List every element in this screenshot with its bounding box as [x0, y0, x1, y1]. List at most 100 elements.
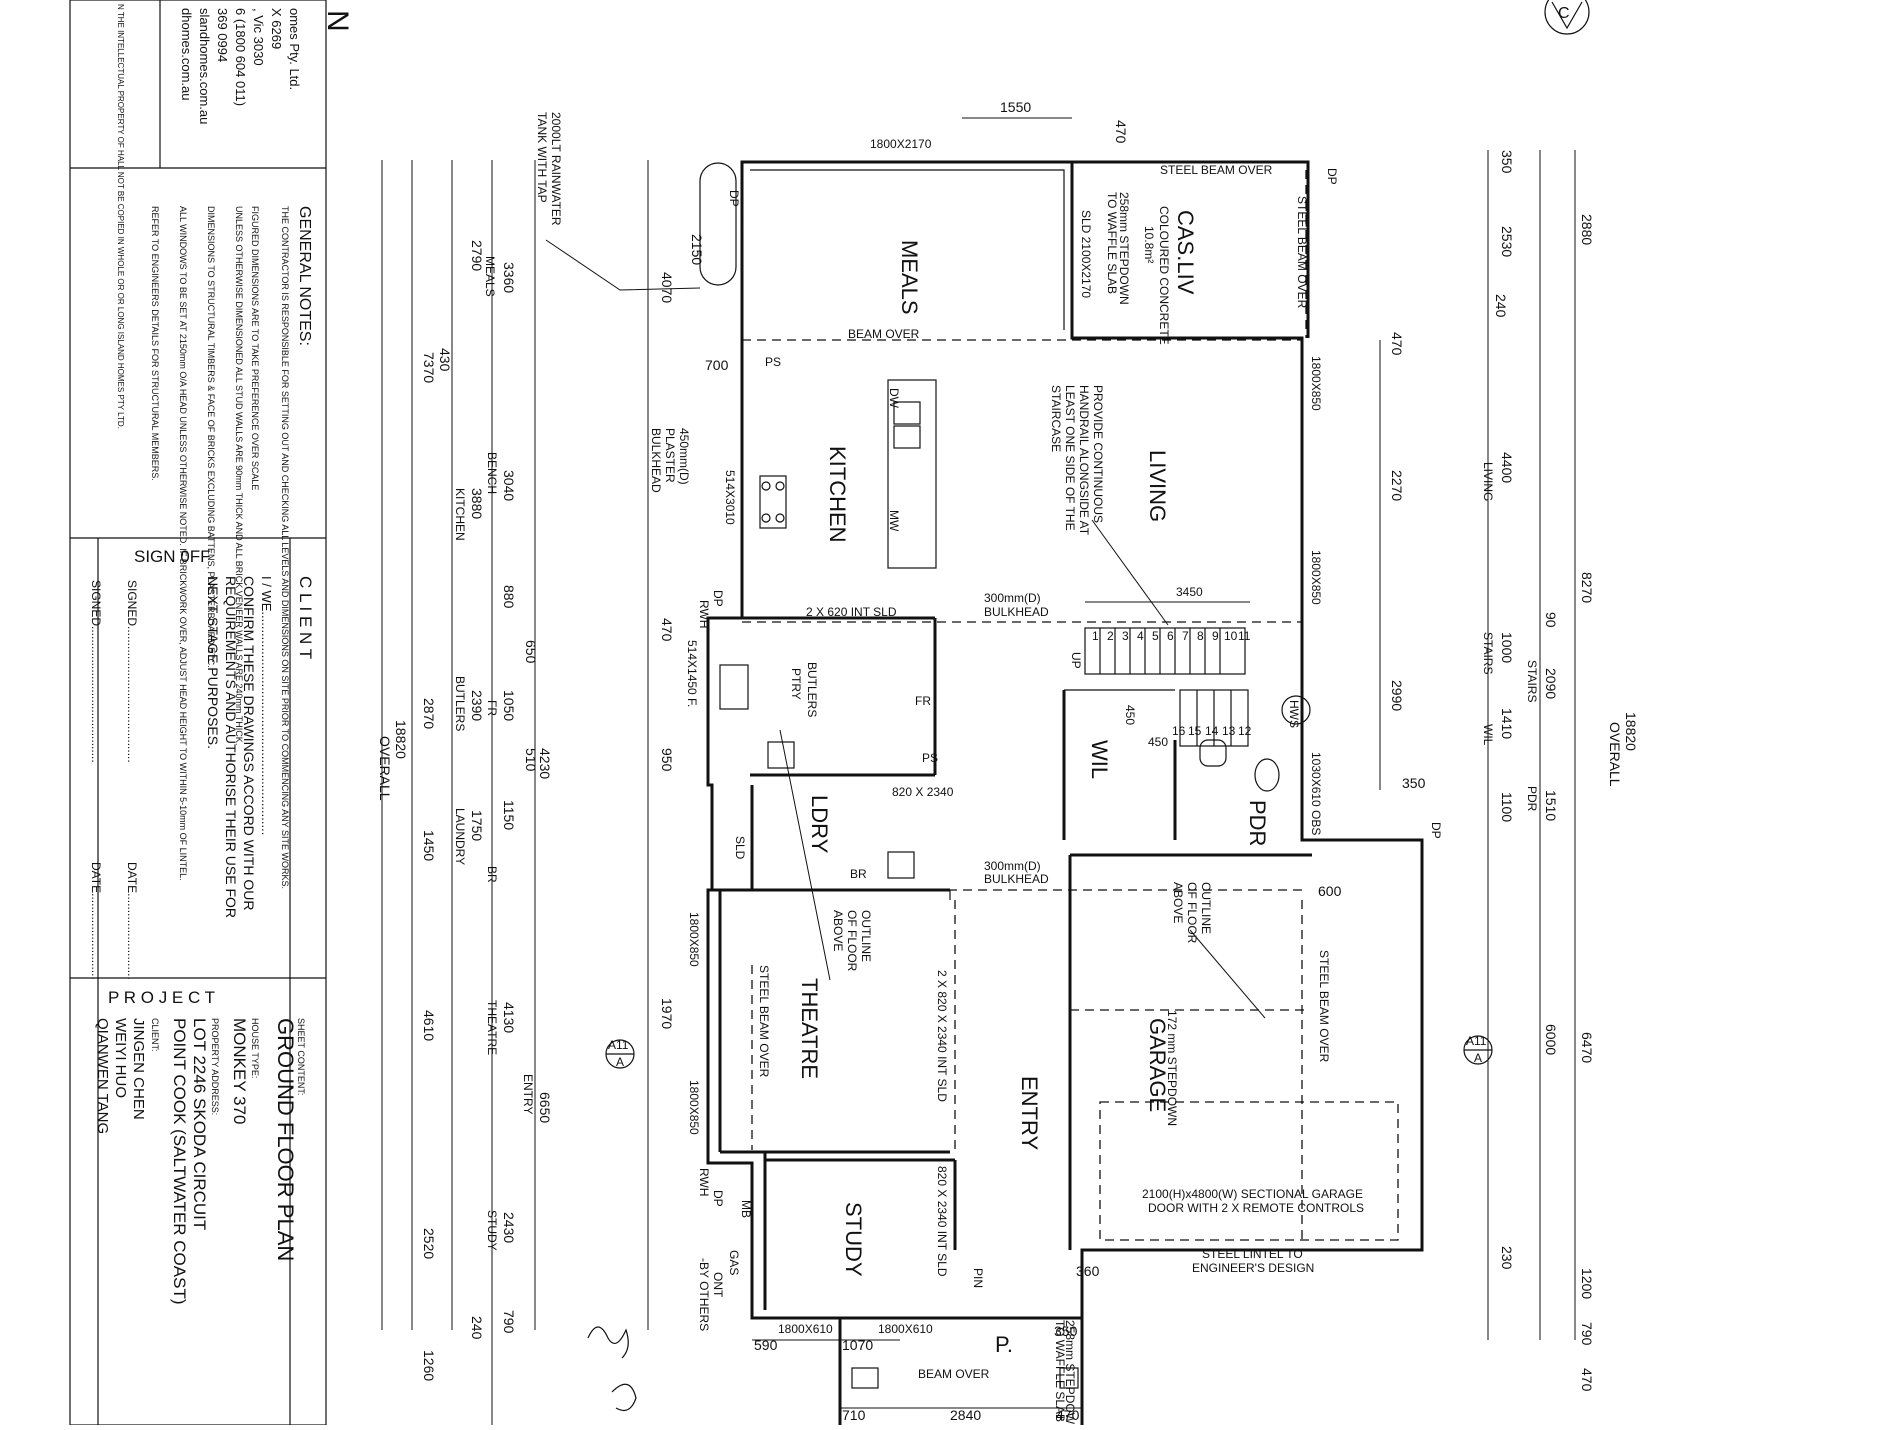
window-note: 1800X610	[778, 1322, 833, 1336]
room-wil: WIL	[1087, 740, 1112, 779]
steel-beam-note: STEEL BEAM OVER	[757, 965, 771, 1078]
dimension: 470	[659, 618, 675, 642]
rainwater-note: TANK WITH TAP	[535, 112, 549, 203]
dimension: 2150	[689, 234, 705, 265]
date-label: DATE..........................	[89, 862, 103, 980]
sheet-content: GROUND FLOOR PLAN	[273, 1018, 298, 1261]
dimension: 1410	[1499, 708, 1515, 739]
ps-label: PS	[765, 355, 781, 369]
client-heading: C L I E N T	[296, 576, 315, 659]
dimension-label: BENCH	[485, 452, 499, 494]
dimension-label: OVERALL	[1607, 722, 1623, 787]
svg-text:N: N	[321, 10, 354, 32]
room-meals: MEALS	[897, 240, 922, 315]
client-line: REQUIREMENTS AND AUTHORISE THEIR USE FOR	[223, 576, 239, 918]
door-note: 2 X 820 X 2340 INT SLD	[935, 970, 949, 1102]
bulkhead-note: BULKHEAD	[984, 872, 1049, 886]
dimension-texts-bottom: 590 1070 350 710 2840 470	[752, 1323, 1082, 1423]
sink-icon	[767, 741, 795, 769]
stair-number: 16	[1172, 724, 1186, 738]
window-note: 514X3010	[723, 470, 737, 525]
room-cas-liv: CAS.LIV	[1173, 210, 1198, 295]
dimension: 710	[842, 1407, 866, 1423]
rwh-label: RWH	[697, 1168, 711, 1196]
dimension-label: PDR	[1525, 786, 1539, 812]
dimension-label: OVERALL	[377, 736, 393, 801]
dishwasher-label: DW	[887, 388, 901, 409]
dimension-label: THEATRE	[485, 1000, 499, 1055]
dimension: 3880	[469, 488, 485, 519]
bulkhead-note: 450mm(D)	[677, 428, 691, 485]
dimension: 8270	[1579, 572, 1595, 603]
room-pdr: PDR	[1245, 800, 1270, 846]
stepdown-note: TO WAFFLE SLAB	[1105, 192, 1119, 294]
general-notes-title: GENERAL NOTES:	[296, 206, 313, 346]
basin-icon	[1199, 739, 1227, 767]
stepdown-note: TO WAFFLE SLAB	[1053, 1320, 1067, 1422]
handrail-note: PROVIDE CONTINUOUS	[1091, 385, 1105, 523]
steel-beam-note: STEEL BEAM OVER	[1295, 196, 1309, 309]
dimension: 1550	[1000, 99, 1031, 115]
ps-label: PS	[922, 751, 938, 765]
outline-note: ABOVE	[1171, 882, 1185, 923]
stair-number: 3	[1122, 629, 1129, 643]
project-heading: P R O J E C T	[108, 988, 215, 1007]
microwave-label: MW	[887, 510, 901, 532]
stepdown-note: 258mm STEPDOWN	[1117, 192, 1131, 305]
dp-label: DP	[1325, 168, 1339, 185]
dimension: 2390	[469, 690, 485, 721]
dimension: 1510	[1543, 790, 1559, 821]
rwh-label: RWH	[697, 600, 711, 628]
dp-label: DP	[1429, 822, 1443, 839]
dimension: 470	[1389, 332, 1405, 356]
company-line: dhomes.com.au	[179, 8, 194, 101]
sheet-content-label: SHEET CONTENT:	[296, 1018, 306, 1095]
bulkhead-note: BULKHEAD	[649, 428, 663, 493]
room-ldry: LDRY	[807, 795, 832, 854]
dimension: 470	[1579, 1368, 1595, 1392]
stair-up-label: UP	[1069, 652, 1083, 669]
stair-number: 1	[1092, 629, 1099, 643]
stepdown-note: 172 mm STEPDOWN	[1165, 1010, 1179, 1126]
date-label: DATE..........................	[125, 862, 139, 980]
general-note: REFER TO ENGINEERS DETAILS FOR STRUCTURA…	[150, 206, 160, 481]
window-note: 1800X850	[1309, 550, 1323, 605]
dimension: 1750	[469, 810, 485, 841]
cas-liv-note: COLOURED CONCRETE	[1157, 206, 1171, 345]
dimension-label: STAIRS	[1525, 660, 1539, 702]
walls	[706, 160, 1424, 1425]
dimension: 3040	[501, 470, 517, 501]
section-marker-right: A11 A	[1463, 1034, 1493, 1065]
room-porch: P.	[995, 1332, 1013, 1357]
window-note: 514X1450 F.	[685, 640, 699, 707]
stair-number: 5	[1152, 629, 1159, 643]
dimension: 4610	[421, 1010, 437, 1041]
stair-number: 15	[1188, 724, 1202, 738]
kitchen-fixtures	[699, 162, 1311, 879]
dimension: 6000	[1543, 1024, 1559, 1055]
dimension-texts-left: 2150 4070 700 2790 3360 3040 3880 880 65…	[377, 234, 729, 1381]
section-ref: A	[616, 1055, 624, 1069]
property-line-2: POINT COOK (SALTWATER COAST)	[170, 1018, 189, 1305]
property-line-1: LOT 2246 SKODA CIRCUIT	[190, 1018, 209, 1230]
dimension: 790	[501, 1310, 517, 1334]
client-line: NEXT STAGE PURPOSES.	[205, 576, 221, 749]
company-line: 369 0994	[215, 8, 230, 62]
window-note: 1800X2170	[870, 137, 932, 151]
dimension: 240	[469, 1316, 485, 1340]
general-note: FIGURED DIMENSIONS ARE TO TAKE PREFERENC…	[250, 206, 260, 490]
stair-number: 11	[1238, 629, 1251, 643]
pin-label: PIN	[971, 1268, 985, 1288]
room-garage: GARAGE	[1145, 1018, 1170, 1112]
bulkhead-note: 300mm(D)	[984, 591, 1041, 605]
dimension: 6470	[1579, 1032, 1595, 1063]
dimension: 2270	[1389, 470, 1405, 501]
room-kitchen: KITCHEN	[825, 446, 850, 543]
section-ref: A11	[608, 1038, 629, 1052]
dimension: 6650	[537, 1092, 553, 1123]
dimension: 1970	[659, 998, 675, 1029]
dimension: 650	[523, 640, 539, 664]
client-label: CLIENT:	[150, 1018, 160, 1052]
